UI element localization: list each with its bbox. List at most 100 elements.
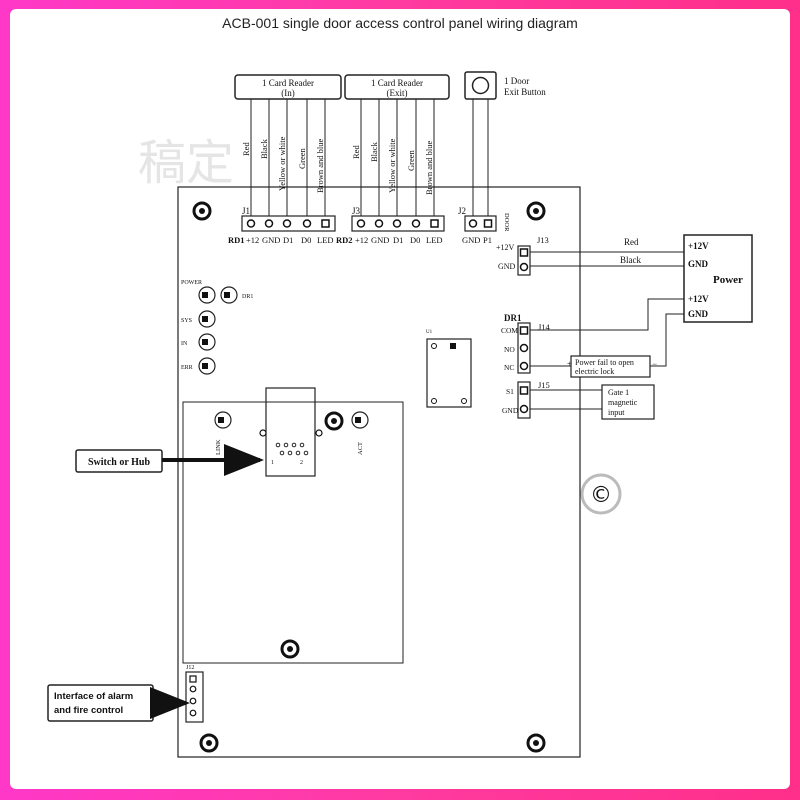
j15-label: J15 (538, 380, 550, 390)
j1-prefix: RD1 (228, 235, 245, 245)
watermark-text: 稿定 (138, 135, 234, 191)
led-in-label: IN (181, 341, 188, 347)
led-act-label: ACT (357, 442, 364, 455)
j14-pin-nc: NC (504, 363, 514, 372)
wire-label-black: Black (369, 141, 379, 162)
wire-label-brown: Brown and blue (424, 140, 434, 195)
j1-pin-d1: D1 (283, 235, 293, 245)
led-err-label: ERR (181, 365, 193, 371)
wire-label-power-black: Black (620, 255, 641, 265)
lock-label-2: electric lock (575, 367, 614, 376)
j3-prefix: RD2 (336, 235, 353, 245)
wiring-diagram: 稿定 © 1 Card Reader (In) 1 Card Reader (E… (47, 71, 753, 758)
j1-pin-led: LED (317, 235, 334, 245)
card-reader-in: 1 Card Reader (In) (234, 74, 342, 100)
reader-in-wire-labels: Red Black Yellow or white Green Brown an… (241, 136, 325, 193)
j2-pin-gnd: GND (462, 235, 480, 245)
lock-minus: − (652, 359, 657, 369)
gate-label-1: Gate 1 (608, 388, 629, 397)
j1-pin-d0: D0 (301, 235, 311, 245)
reader-exit-sub: (Exit) (387, 88, 408, 98)
switch-hub: Switch or Hub (75, 444, 264, 476)
j3-label: J3 (352, 206, 361, 216)
reader-exit-label: 1 Card Reader (371, 78, 423, 88)
led-link-label: LINK (215, 439, 222, 455)
power-wires (530, 251, 684, 267)
wire-label-yellow: Yellow or white (277, 136, 287, 191)
power-supply: +12V GND Power +12V GND (683, 234, 753, 323)
card-reader-exit: 1 Card Reader (Exit) (344, 74, 450, 100)
diagram-frame: ACB-001 single door access control panel… (10, 9, 790, 789)
j3-pin-d1: D1 (393, 235, 403, 245)
ethernet-port: LINK ACT 1 2 (214, 387, 369, 477)
wire-label-black: Black (259, 138, 269, 159)
reader-in-label: 1 Card Reader (262, 78, 314, 88)
reader-exit-wires (360, 99, 435, 223)
j13-pin-12v: +12V (496, 243, 515, 252)
wire-label-yellow: Yellow or white (387, 138, 397, 193)
gate-label-3: input (608, 408, 625, 417)
connector-j14: DR1 J14 COM NO NC (501, 313, 551, 374)
power-plus-2: +12V (688, 294, 709, 304)
wire-label-green: Green (297, 147, 307, 169)
j3-pin-led: LED (426, 235, 443, 245)
power-gnd-1: GND (688, 259, 709, 269)
j15-pin-gnd: GND (502, 406, 519, 415)
j2-pin-p1: P1 (483, 235, 492, 245)
wire-label-red: Red (241, 142, 251, 156)
gate-label-2: magnetic (608, 398, 638, 407)
j14-label: J14 (538, 322, 551, 332)
exit-button-sub: Exit Button (504, 87, 546, 97)
connector-j13: J13 +12V GND (496, 235, 549, 276)
u1-label: U1 (426, 330, 433, 335)
gate-input-box: Gate 1 magnetic input (601, 384, 655, 420)
reader-in-sub: (In) (281, 88, 295, 98)
alarm-interface: Interface of alarm and fire control (47, 684, 190, 722)
connector-j12: J12 (185, 665, 204, 723)
exit-button: 1 Door Exit Button (464, 71, 546, 100)
power-gnd-2: GND (688, 309, 709, 319)
connector-j2: J2 GND P1 DOOR (458, 206, 510, 245)
wire-label-green: Green (406, 149, 416, 171)
j1-label: J1 (242, 206, 250, 216)
rj45-pin-2: 2 (300, 460, 303, 466)
status-leds: POWER DR1 SYS IN ERR (181, 280, 253, 375)
rj45-pin-1: 1 (271, 460, 274, 466)
diagram-title: ACB-001 single door access control panel… (222, 15, 578, 31)
j13-pin-gnd: GND (498, 262, 516, 271)
electric-lock-box: + Power fail to open electric lock − (567, 355, 657, 378)
lock-label-1: Power fail to open (575, 358, 634, 367)
wire-label-brown: Brown and blue (315, 138, 325, 193)
connector-j15: J15 S1 GND (502, 380, 550, 419)
power-label: Power (713, 274, 743, 286)
j3-pin-d0: D0 (410, 235, 420, 245)
network-module (182, 401, 404, 664)
j2-side-label: DOOR (503, 213, 510, 232)
alarm-label-1: Interface of alarm (54, 691, 133, 702)
relay-u1: U1 (426, 330, 472, 408)
j14-pin-no: NO (504, 345, 515, 354)
reader-in-wires (250, 99, 326, 223)
alarm-label-2: and fire control (54, 705, 123, 716)
switch-hub-label: Switch or Hub (88, 457, 150, 468)
j12-label: J12 (186, 665, 194, 671)
exit-button-label: 1 Door (504, 76, 529, 86)
j1-pin-gnd: GND (262, 235, 280, 245)
wire-label-red: Red (351, 145, 361, 159)
connector-j1: J1 RD1 +12 GND D1 D0 LED (228, 206, 336, 245)
led-power-label: POWER (181, 280, 202, 286)
gate-wires (530, 389, 602, 410)
led-dr1-label: DR1 (242, 294, 253, 300)
watermark-circle (580, 473, 622, 515)
j14-dr1-label: DR1 (504, 313, 522, 323)
wire-label-power-red: Red (624, 237, 639, 247)
j3-pin-gnd: GND (371, 235, 389, 245)
j1-pin-12v: +12 (246, 235, 259, 245)
j13-label: J13 (537, 235, 549, 245)
mounting-holes (192, 201, 546, 753)
j3-pin-12v: +12 (355, 235, 368, 245)
lock-plus: + (567, 359, 572, 369)
led-sys-label: SYS (181, 318, 192, 324)
j2-label: J2 (458, 206, 466, 216)
j14-pin-com: COM (501, 326, 518, 335)
